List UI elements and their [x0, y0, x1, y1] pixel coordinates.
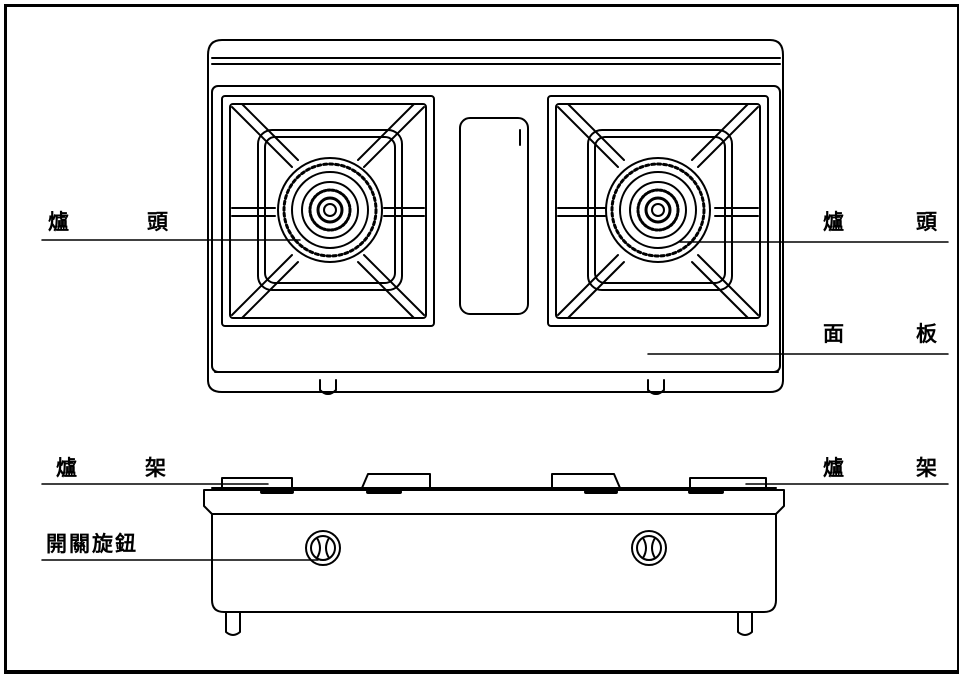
label-burner-right-c1: 爐 — [823, 210, 844, 234]
stove-body-outline — [207, 39, 784, 393]
label-burner-left-c2: 頭 — [147, 210, 168, 234]
center-window — [459, 117, 529, 315]
valve-left — [319, 379, 337, 395]
label-panel-c2: 板 — [916, 322, 937, 346]
stove-top-view — [207, 39, 784, 395]
label-panel-c1: 面 — [823, 322, 844, 346]
diagram-frame — [4, 4, 959, 674]
label-grate-left-c2: 架 — [145, 456, 166, 480]
knob-right — [631, 530, 667, 566]
label-burner-left: 爐 頭 — [48, 212, 168, 233]
label-grate-right: 爐 架 — [823, 458, 937, 479]
grate-left-1 — [221, 477, 293, 489]
label-knob: 開關旋鈕 — [46, 532, 138, 556]
foot-left — [225, 611, 241, 636]
foot-right — [737, 611, 753, 636]
label-grate-right-c1: 爐 — [823, 456, 844, 480]
burner-left — [221, 95, 435, 327]
front-body — [211, 513, 777, 613]
burner-right — [547, 95, 769, 327]
label-burner-right-c2: 頭 — [916, 210, 937, 234]
leader-lines — [41, 239, 949, 561]
label-grate-left-c1: 爐 — [56, 456, 77, 480]
grate-right-2 — [689, 477, 767, 489]
grate-right-1 — [551, 473, 621, 489]
knob-left — [305, 530, 341, 566]
stove-front-view — [203, 473, 785, 636]
label-grate-left: 爐 架 — [56, 458, 166, 479]
label-burner-left-c1: 爐 — [48, 210, 69, 234]
label-panel: 面 板 — [823, 324, 937, 345]
grate-left-2 — [361, 473, 431, 489]
valve-right — [647, 379, 665, 395]
label-grate-right-c2: 架 — [916, 456, 937, 480]
label-burner-right: 爐 頭 — [823, 212, 937, 233]
